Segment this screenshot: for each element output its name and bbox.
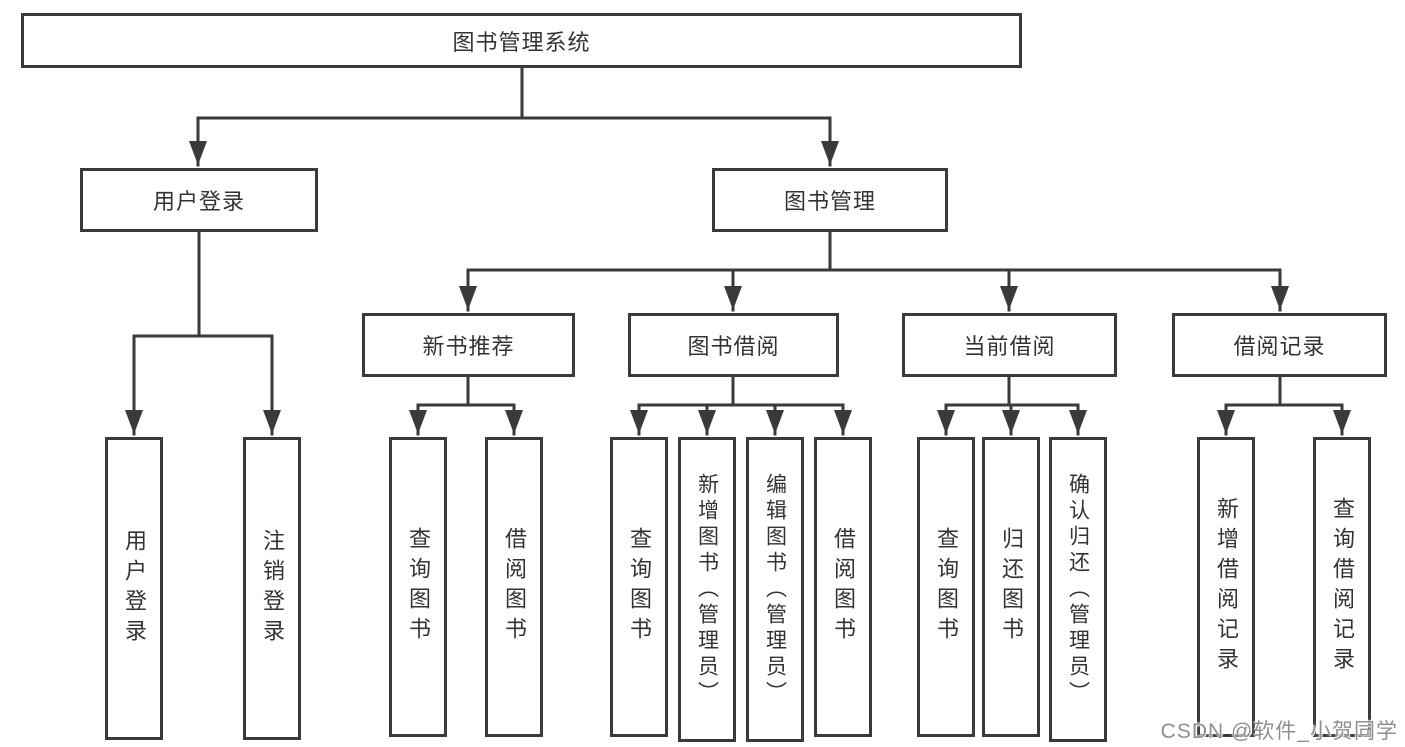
node-book-borrowing: 图书借阅 xyxy=(628,313,839,377)
node-new-book-recommendation: 新书推荐 xyxy=(362,313,575,377)
leaf-borrowing-query-books: 查询图书 xyxy=(610,437,668,737)
leaf-logout: 注销登录 xyxy=(243,437,301,740)
leaf-borrowing-borrow-books: 借阅图书 xyxy=(814,437,872,737)
leaf-newbook-query-books: 查询图书 xyxy=(389,437,447,737)
csdn-watermark: CSDN @软件_小贺同学 xyxy=(1160,720,1398,743)
leaf-current-return-books: 归还图书 xyxy=(982,437,1040,737)
node-borrowing-records: 借阅记录 xyxy=(1172,313,1387,377)
leaf-newbook-borrow-books: 借阅图书 xyxy=(485,437,543,737)
leaf-borrowing-edit-books-admin: 编辑图书（管理员） xyxy=(746,437,804,742)
node-root-system: 图书管理系统 xyxy=(21,13,1022,68)
leaf-user-login: 用户登录 xyxy=(105,437,163,740)
node-current-borrowing: 当前借阅 xyxy=(902,313,1117,377)
leaf-current-query-books: 查询图书 xyxy=(917,437,975,737)
node-book-management-branch: 图书管理 xyxy=(712,168,948,232)
node-user-login-branch: 用户登录 xyxy=(80,168,318,232)
leaf-record-query-borrow-record: 查询借阅记录 xyxy=(1313,437,1371,737)
leaf-current-confirm-return-admin: 确认归还（管理员） xyxy=(1049,437,1107,742)
leaf-borrowing-add-books-admin: 新增图书（管理员） xyxy=(678,437,736,742)
leaf-record-add-borrow-record: 新增借阅记录 xyxy=(1197,437,1255,737)
